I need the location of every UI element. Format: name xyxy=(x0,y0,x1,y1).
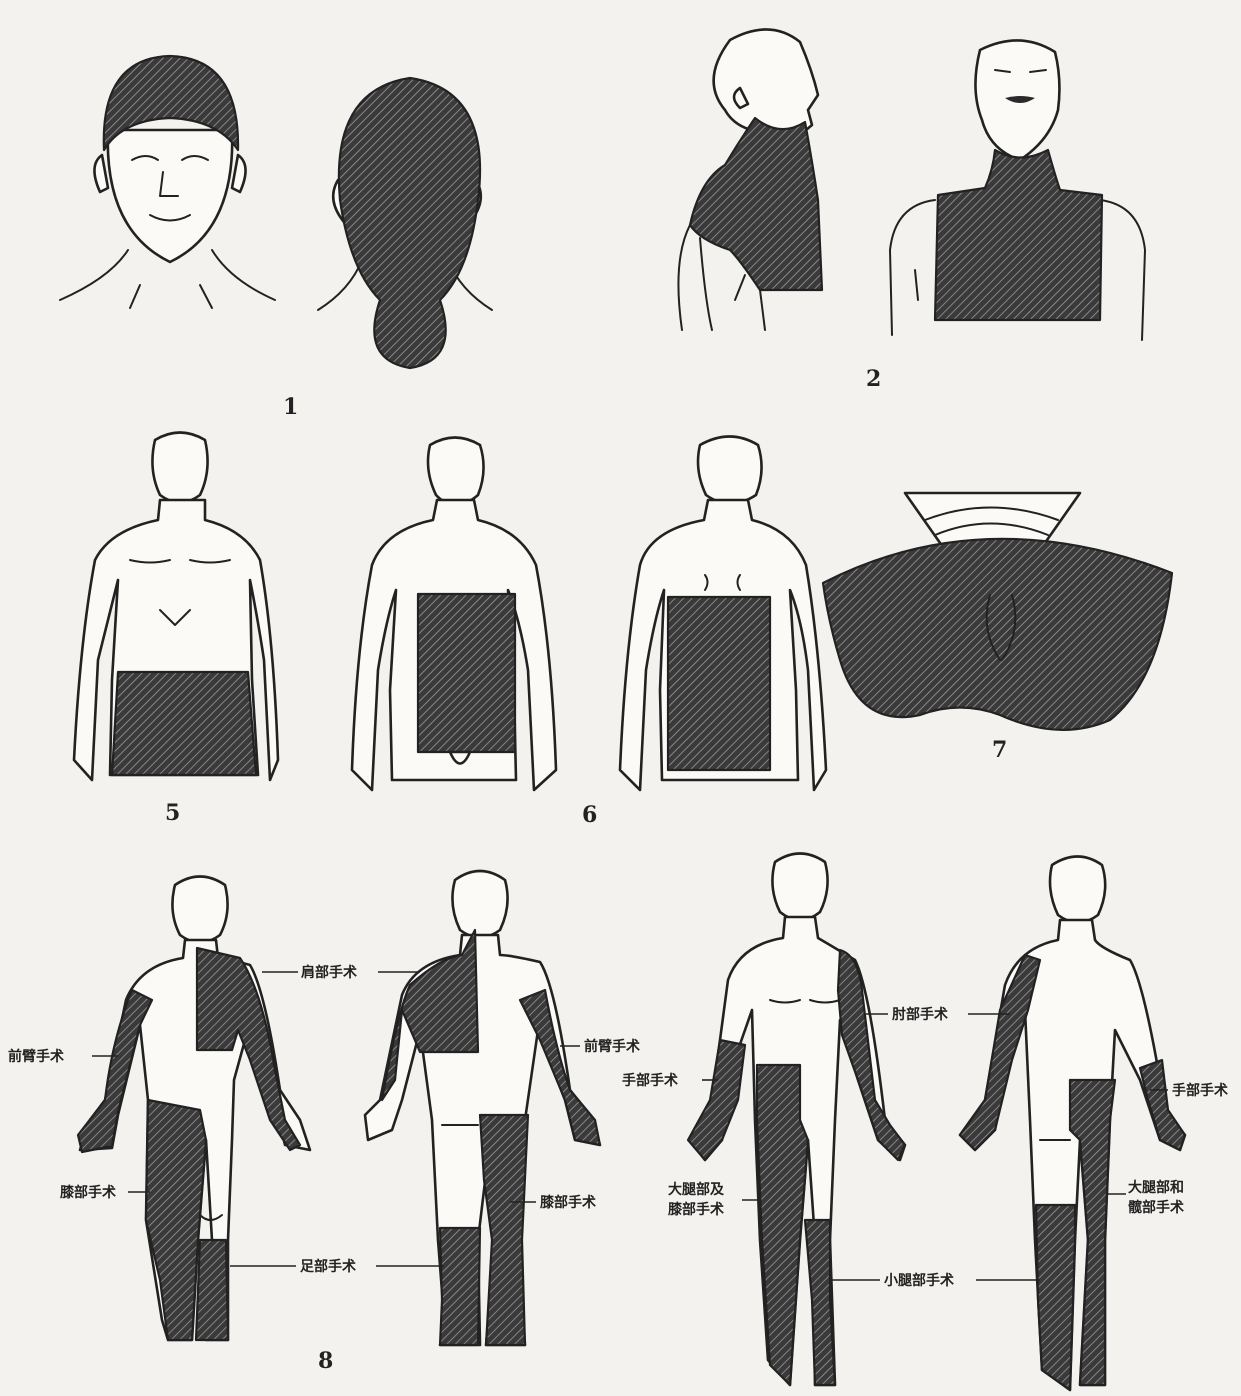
hand-prep-area-d xyxy=(1140,1060,1185,1150)
label-lower-leg-surgery: 小腿部手术 xyxy=(884,1272,954,1289)
figure-8-limb-prep: 肩部手术 前臂手术 前臂手术 膝部手术 膝部手术 足部手术 肘部手术 手部手术 … xyxy=(8,854,1228,1391)
limb-figure-a-front xyxy=(78,877,310,1341)
back-closeup-prep-area xyxy=(823,539,1172,730)
neck-chest-prep-area xyxy=(935,150,1102,320)
back-prep-area xyxy=(668,597,770,770)
figure-number-5: 5 xyxy=(165,800,180,826)
figure-number-1: 1 xyxy=(283,394,298,420)
label-hand-surgery-left: 手部手术 xyxy=(622,1072,678,1089)
figure-number-2: 2 xyxy=(866,366,881,392)
label-thigh-hip-surgery-line1: 大腿部和 xyxy=(1128,1179,1184,1196)
label-hand-surgery-right: 手部手术 xyxy=(1172,1082,1228,1099)
limb-figure-b-back xyxy=(365,871,600,1345)
figure-number-8: 8 xyxy=(318,1348,333,1374)
head-neck-prep-area xyxy=(339,78,480,368)
limb-figure-d-back xyxy=(960,857,1185,1391)
knee-prep-area-b xyxy=(480,1115,528,1345)
label-thigh-hip-surgery-line2: 髋部手术 xyxy=(1128,1199,1184,1216)
foot-prep-area-b xyxy=(440,1228,480,1345)
lower-abdomen-prep-area xyxy=(112,672,256,775)
label-forearm-surgery-left: 前臂手术 xyxy=(8,1048,64,1065)
neck-side-view xyxy=(678,29,822,330)
figure-6-trunk-prep: 6 xyxy=(352,437,826,829)
label-foot-surgery: 足部手术 xyxy=(300,1258,356,1275)
figure-number-6: 6 xyxy=(582,802,597,828)
label-knee-surgery-left: 膝部手术 xyxy=(60,1184,116,1201)
label-knee-surgery-right: 膝部手术 xyxy=(540,1194,596,1211)
trunk-front-view xyxy=(352,438,556,791)
hand-prep-area-c xyxy=(688,1040,745,1160)
label-thigh-knee-surgery-line1: 大腿部及 xyxy=(668,1181,725,1198)
thigh-prep-area-c xyxy=(757,1065,808,1385)
neck-side-prep-area xyxy=(690,118,822,290)
figure-number-7: 7 xyxy=(992,737,1007,763)
head-front-view xyxy=(60,56,275,308)
foot-prep-area-a xyxy=(196,1240,228,1340)
figure-2-neck-prep: 2 xyxy=(678,29,1145,392)
label-elbow-surgery: 肘部手术 xyxy=(892,1006,948,1023)
lower-leg-prep-area-d xyxy=(1036,1205,1075,1390)
hip-thigh-prep-area-d xyxy=(1070,1080,1115,1385)
label-forearm-surgery-right: 前臂手术 xyxy=(584,1038,640,1055)
figure-5-abdomen-prep: 5 xyxy=(74,433,278,827)
figure-1-head-prep: 1 xyxy=(60,56,492,420)
limb-figure-c-front xyxy=(688,854,905,1386)
label-shoulder-surgery: 肩部手术 xyxy=(301,964,357,981)
figure-7-back-closeup: 7 xyxy=(823,493,1172,763)
trunk-back-view xyxy=(620,437,826,791)
label-thigh-knee-surgery-line2: 膝部手术 xyxy=(668,1201,724,1218)
neck-front-view xyxy=(890,40,1145,340)
abdomen-front-prep-area xyxy=(418,594,515,752)
lower-leg-prep-area-c xyxy=(805,1220,835,1385)
forearm-prep-area-a xyxy=(78,990,152,1152)
head-back-view xyxy=(318,78,492,368)
